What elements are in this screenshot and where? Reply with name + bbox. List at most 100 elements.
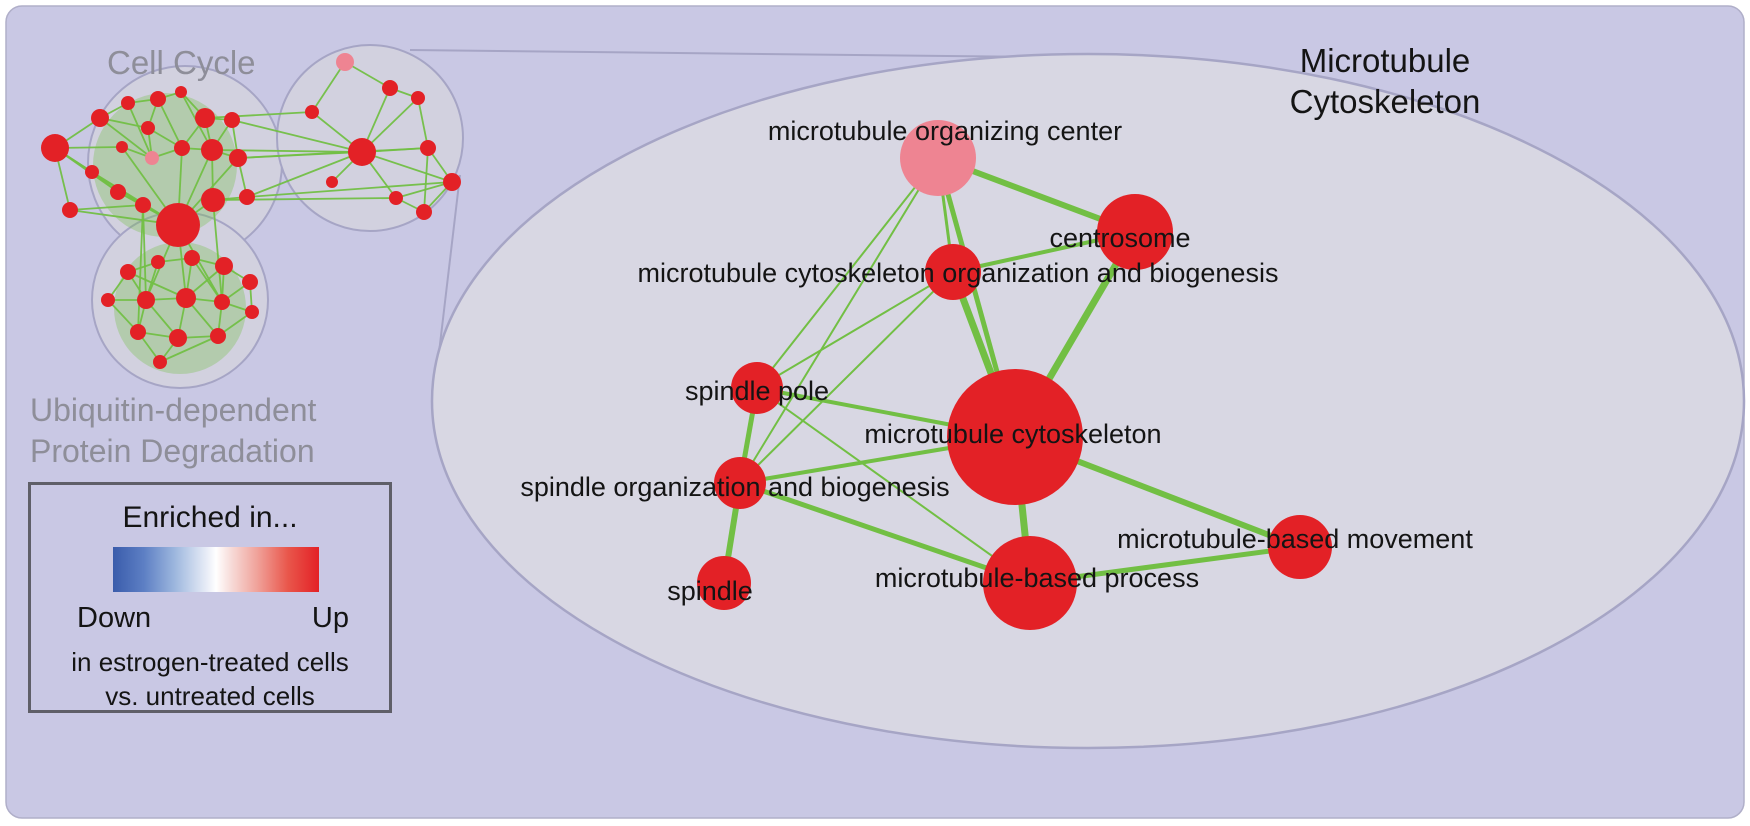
cluster-label-cell-cycle: Cell Cycle [107, 44, 256, 81]
overview-edge [231, 119, 363, 153]
magnifier-line [409, 49, 1036, 58]
overview-edge [99, 117, 153, 159]
overview-node [151, 255, 165, 269]
overview-node [416, 204, 432, 220]
overview-node [174, 140, 190, 156]
legend-title: Enriched in... [122, 501, 298, 534]
overview-node [420, 140, 436, 156]
detail-ellipse [430, 52, 1746, 750]
overview-node [242, 274, 258, 290]
detail-node-spindle [697, 556, 751, 610]
detail-node-label-centrosome: centrosome [1049, 223, 1190, 253]
overview-node [229, 149, 247, 167]
overview-node [245, 305, 259, 319]
detail-node-cytoskeleton [947, 369, 1083, 505]
detail-node-process [983, 536, 1077, 630]
ubiquitin-label-line2: Protein Degradation [30, 433, 315, 469]
overview-node [137, 291, 155, 309]
detail-node-centrosome [1097, 194, 1173, 270]
overview-edge [246, 151, 363, 198]
overview-node [224, 112, 240, 128]
overview-node [184, 250, 200, 266]
overview-edge [246, 181, 453, 198]
legend-endpoint-labels: Down Up [77, 602, 349, 635]
detail-title-line2: Cytoskeleton [1289, 83, 1481, 120]
detail-cluster-title: Microtubule Cytoskeleton [1240, 40, 1530, 122]
overview-node [348, 138, 376, 166]
legend-down-label: Down [77, 602, 152, 634]
overview-node [239, 189, 255, 205]
overview-node [62, 202, 78, 218]
overview-node [389, 191, 403, 205]
detail-node-label-spindle_org: spindle organization and biogenesis [520, 472, 949, 502]
overview-edge [157, 98, 183, 149]
legend-gradient-bar [113, 547, 319, 592]
overview-node [135, 197, 151, 213]
overview-edge [204, 111, 313, 119]
overview-node [175, 86, 187, 98]
detail-node-label-cytoskeleton: microtubule cytoskeleton [864, 419, 1161, 449]
legend-caption-line1: in estrogen-treated cells [71, 647, 349, 677]
overview-node [411, 91, 425, 105]
overview-node [41, 134, 69, 162]
detail-edge-moc-spindle_pole [756, 157, 939, 389]
detail-node-label-moc: microtubule organizing center [768, 116, 1122, 146]
detail-edge-spindle_pole-process [756, 387, 1031, 584]
legend-box: Enriched in... Down Up in estrogen-treat… [28, 482, 392, 713]
overview-edge [423, 147, 429, 213]
overview-node [120, 264, 136, 280]
detail-edge-moc-spindle_org [739, 157, 939, 484]
detail-node-spindle_pole [731, 362, 783, 414]
overview-node [116, 141, 128, 153]
overview-node [201, 188, 225, 212]
overview-node [85, 165, 99, 179]
overview-edge [159, 335, 219, 363]
detail-node-label-process: microtubule-based process [875, 563, 1199, 593]
detail-edge-spindle_org-process [739, 480, 1031, 586]
overview-node [195, 108, 215, 128]
legend-caption-line2: vs. untreated cells [105, 681, 315, 711]
overview-node [150, 91, 166, 107]
overview-edge [127, 102, 153, 159]
overview-node [91, 109, 109, 127]
detail-node-moc [900, 120, 976, 196]
overview-node [110, 184, 126, 200]
overview-node [153, 355, 167, 369]
detail-node-label-movement: microtubule-based movement [1117, 524, 1473, 554]
overview-node [326, 176, 338, 188]
detail-node-mcob [925, 244, 981, 300]
overview-node [210, 328, 226, 344]
overview-edge [212, 199, 223, 303]
overview-node [101, 293, 115, 307]
detail-node-spindle_org [714, 457, 766, 509]
detail-edge-mcob-spindle_pole [756, 271, 954, 389]
overview-node [145, 151, 159, 165]
detail-node-label-mcob: microtubule cytoskeleton organization an… [638, 258, 1279, 288]
overview-node [305, 105, 319, 119]
overview-node [382, 80, 398, 96]
overview-edge [395, 181, 453, 199]
overview-node [176, 288, 196, 308]
overview-node [156, 203, 200, 247]
legend-up-label: Up [311, 602, 349, 634]
overview-edge [417, 97, 429, 149]
overview-node [169, 329, 187, 347]
detail-node-label-spindle: spindle [667, 576, 753, 606]
overview-node [201, 139, 223, 161]
detail-title-line1: Microtubule [1299, 42, 1471, 79]
overview-node [215, 257, 233, 275]
ubiquitin-label-line1: Ubiquitin-dependent [30, 392, 317, 428]
overview-node [214, 294, 230, 310]
overview-node [121, 96, 135, 110]
detail-node-label-spindle_pole: spindle pole [685, 376, 829, 406]
overview-edge [311, 61, 346, 113]
cluster-label-ubiquitin: Ubiquitin-dependent Protein Degradation [30, 390, 316, 472]
detail-node-movement [1268, 515, 1332, 579]
overview-node [336, 53, 354, 71]
overview-node [130, 324, 146, 340]
overview-edge [69, 204, 144, 211]
legend-caption: in estrogen-treated cells vs. untreated … [31, 645, 389, 713]
overview-edge [361, 151, 453, 183]
